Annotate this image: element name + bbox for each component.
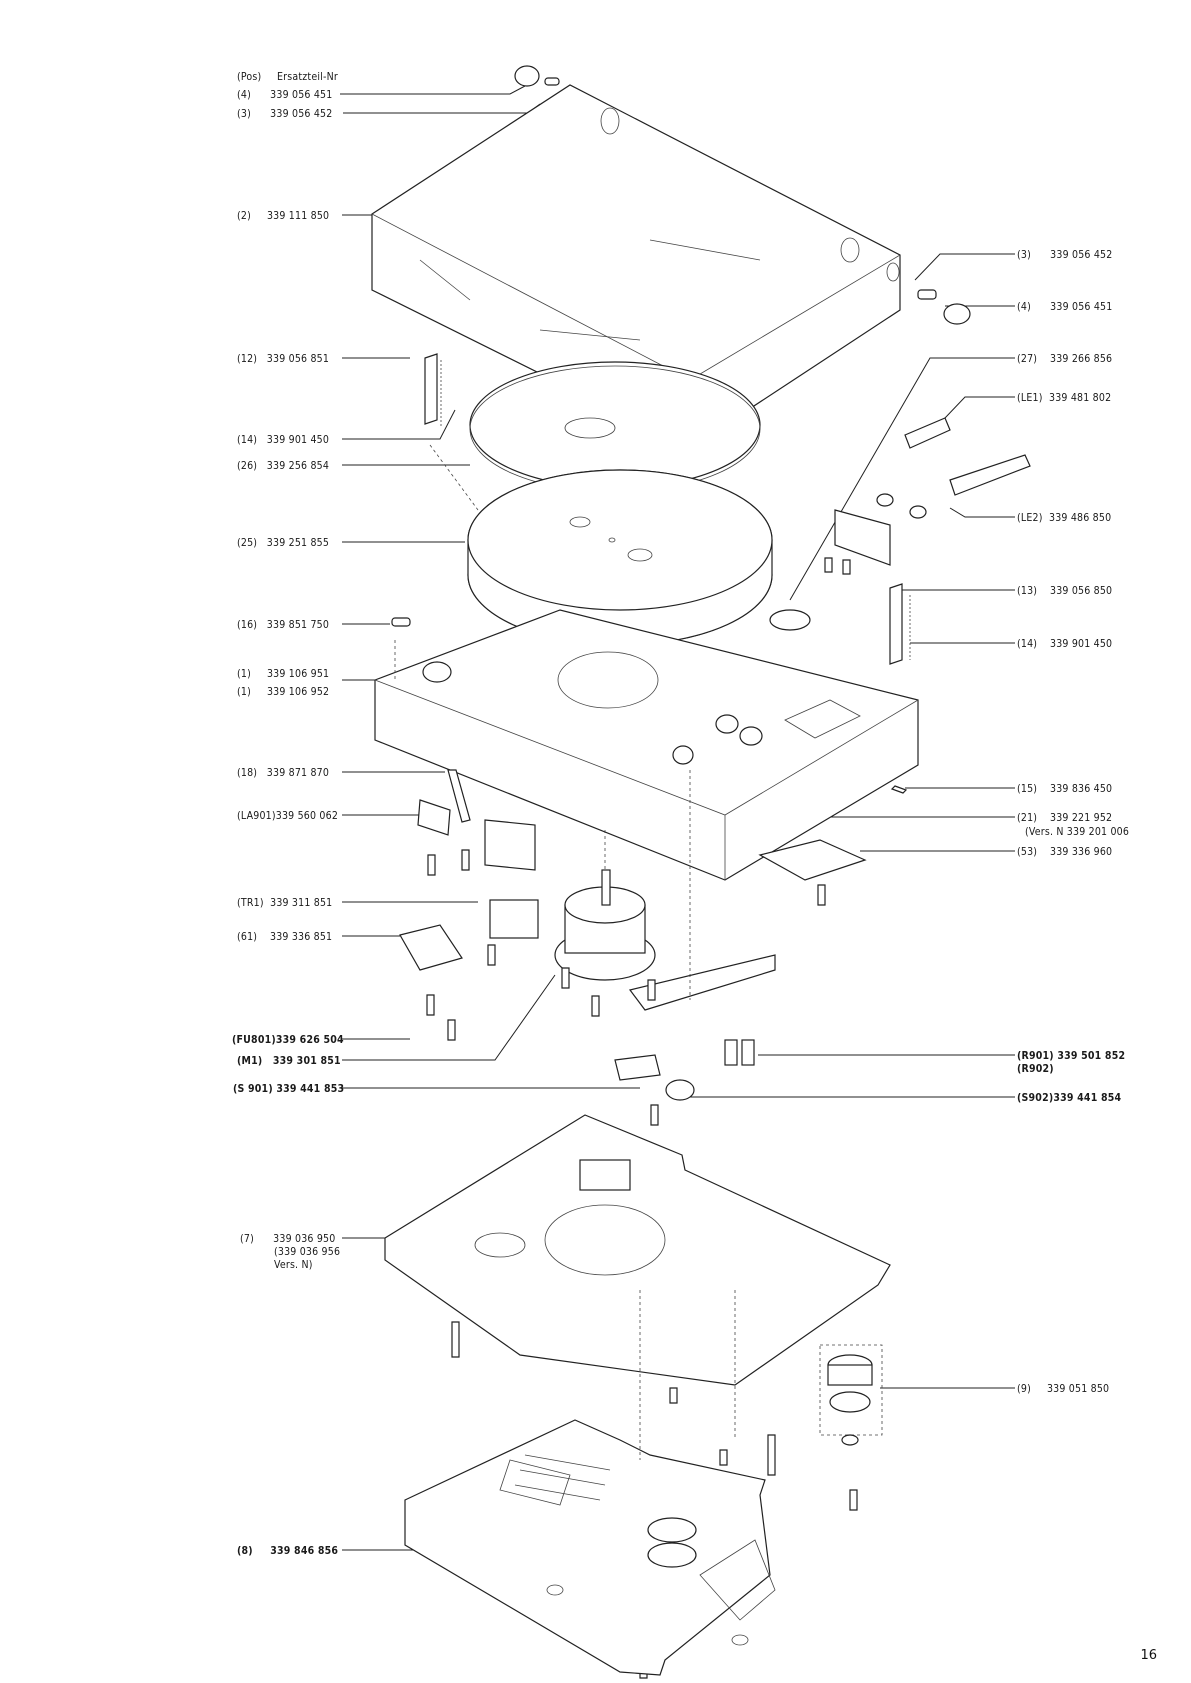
part-label-l-3-top: (3) 339 056 452	[237, 108, 333, 120]
part-label-l-9: (9) 339 051 850	[1017, 1383, 1110, 1395]
part-label-l-4-top: (4) 339 056 451	[237, 89, 333, 101]
part-label-l-61: (61) 339 336 851	[237, 931, 333, 943]
part-label-l-1a: (1) 339 106 951	[237, 668, 330, 680]
part-label-l-1b: (1) 339 106 952	[237, 686, 330, 698]
leader-lines	[340, 85, 1015, 1551]
assembly-lines	[394, 444, 736, 1460]
base-chassis	[374, 609, 919, 881]
part-label-l-s902: (S902)339 441 854	[1017, 1092, 1122, 1104]
pcb-61	[399, 924, 463, 971]
part-label-l-s901: (S 901) 339 441 853	[233, 1083, 345, 1095]
hinge-right-13-14	[889, 583, 911, 665]
part-label-l-7b: (339 036 956	[274, 1246, 341, 1258]
part-label-l-7: (7) 339 036 950	[240, 1233, 336, 1245]
part-label-l-15: (15) 339 836 450	[1017, 783, 1113, 795]
hinge-pin-top	[514, 65, 560, 87]
part-label-l-13: (13) 339 056 850	[1017, 585, 1113, 597]
switch-plate	[614, 954, 776, 1101]
header-pos: (Pos)	[237, 71, 262, 83]
lift-lever-18	[417, 769, 471, 836]
part-label-l-4-right: (4) 339 056 451	[1017, 301, 1113, 313]
part-label-l-tr1: (TR1) 339 311 851	[237, 897, 333, 909]
bottom-plate	[404, 1419, 776, 1676]
tonearm-headshell	[834, 417, 1031, 566]
hinge-left	[424, 353, 442, 428]
pin-16	[391, 617, 411, 627]
part-label-l-14-right: (14) 339 901 450	[1017, 638, 1113, 650]
part-label-l-14-left: (14) 339 901 450	[237, 434, 330, 446]
motor-m1	[554, 869, 656, 981]
base-plate	[384, 1114, 891, 1386]
part-label-l-le1: (LE1) 339 481 802	[1017, 392, 1112, 404]
part-label-l-25: (25) 339 251 855	[237, 537, 330, 549]
part-label-l-fu801: (FU801)339 626 504	[232, 1034, 344, 1046]
page-number: 16	[1140, 1648, 1157, 1663]
hinge-pin-right	[917, 289, 971, 325]
part-label-l-12: (12) 339 056 851	[237, 353, 330, 365]
part-label-l-r901: (R901) 339 501 852	[1017, 1050, 1126, 1062]
part-label-l-7c: Vers. N)	[274, 1259, 313, 1271]
part-label-l-r902: (R902)	[1017, 1063, 1054, 1075]
part-label-l-18: (18) 339 871 870	[237, 767, 330, 779]
platter	[467, 469, 773, 646]
foot-assembly	[819, 1344, 883, 1446]
part-label-l-27: (27) 339 266 856	[1017, 353, 1113, 365]
part-label-l-16: (16) 339 851 750	[237, 619, 330, 631]
part-label-l-8: (8) 339 846 856	[237, 1545, 339, 1557]
part-label-l-21: (21) 339 221 952	[1017, 812, 1113, 824]
part-label-l-21-vers: (Vers. N 339 201 006	[1025, 826, 1130, 838]
header-part-no: Ersatzteil-Nr	[277, 71, 338, 83]
part-label-l-2: (2) 339 111 850	[237, 210, 330, 222]
part-label-l-m1: (M1) 339 301 851	[237, 1055, 341, 1067]
part-label-l-3-right: (3) 339 056 452	[1017, 249, 1113, 261]
part-label-l-26: (26) 339 256 854	[237, 460, 330, 472]
part-label-l-le2: (LE2) 339 486 850	[1017, 512, 1112, 524]
part-label-l-53: (53) 339 336 960	[1017, 846, 1113, 858]
pcb-53	[758, 839, 867, 881]
part-label-l-la901: (LA901)339 560 062	[237, 810, 339, 822]
pin-15	[890, 785, 908, 794]
transformer-tr1	[484, 819, 539, 939]
